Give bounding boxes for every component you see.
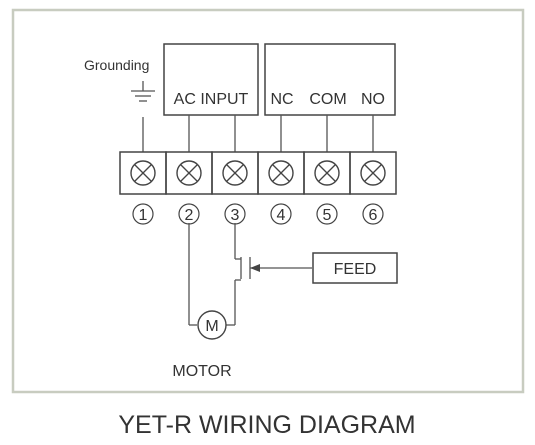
terminal-screw-icon: [130, 160, 156, 186]
motor-label: MOTOR: [172, 363, 231, 380]
terminal-screw-cross: [134, 164, 152, 182]
nc-label: NC: [270, 91, 293, 108]
terminal-screw-icon: [360, 160, 386, 186]
terminal-4: 4: [257, 151, 305, 225]
diagram-caption: YET-R WIRING DIAGRAM: [118, 411, 415, 439]
feed-label: FEED: [334, 261, 377, 278]
terminal-number-circle: [316, 203, 338, 225]
terminal-screw-cross: [180, 164, 198, 182]
terminal-screw-icon: [268, 160, 294, 186]
grounding-label: Grounding: [84, 57, 149, 73]
terminal-3: 3: [211, 151, 259, 225]
terminal-number: 5: [323, 207, 332, 224]
terminal-number: 6: [369, 207, 378, 224]
terminal-number-circle: [270, 203, 292, 225]
ground-icon: [131, 81, 155, 102]
motor-symbol: [197, 310, 227, 340]
terminal-strip: 1 2 3 4 5 6: [119, 151, 397, 225]
terminal-screw-icon: [222, 160, 248, 186]
terminal-screw-cross: [226, 164, 244, 182]
terminal-number: 3: [231, 207, 240, 224]
terminal-screw-cross: [272, 164, 290, 182]
terminal-number: 4: [277, 207, 286, 224]
terminal-6: 6: [349, 151, 397, 225]
terminal-number-circle: [362, 203, 384, 225]
terminal-number-circle: [132, 203, 154, 225]
motor-symbol-letter: M: [205, 318, 218, 335]
feed-box: [312, 252, 398, 284]
terminal-screw-icon: [314, 160, 340, 186]
feed-arrowhead: [250, 264, 260, 272]
terminal-2: 2: [165, 151, 213, 225]
diagram-frame: [11, 8, 525, 394]
ac-input-box: [163, 43, 259, 116]
com-label: COM: [309, 91, 346, 108]
terminal-5: 5: [303, 151, 351, 225]
terminal-number: 1: [139, 207, 148, 224]
terminal-screw-cross: [364, 164, 382, 182]
terminal-number: 2: [185, 207, 194, 224]
no-label: NO: [361, 91, 385, 108]
terminal-screw-cross: [318, 164, 336, 182]
terminal-screw-icon: [176, 160, 202, 186]
terminal-cell: [349, 151, 397, 195]
terminal-1: 1: [119, 151, 167, 225]
ac-input-label: AC INPUT: [174, 91, 249, 108]
relay-box: [264, 43, 396, 116]
